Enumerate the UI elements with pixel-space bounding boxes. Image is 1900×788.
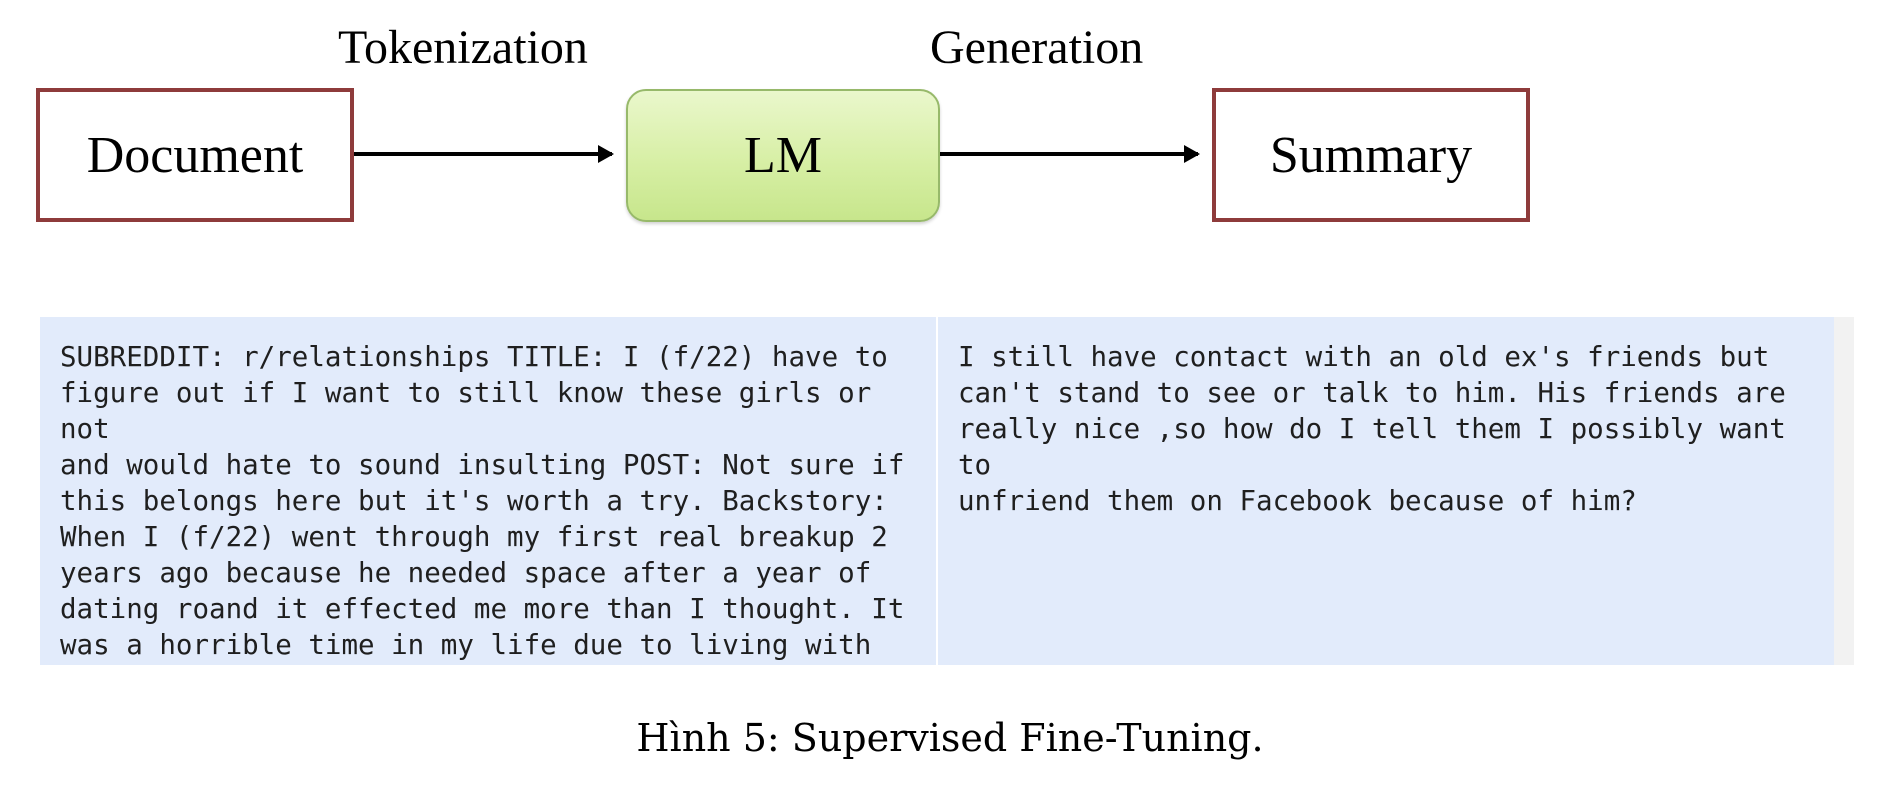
tokenization-label: Tokenization xyxy=(338,21,588,74)
document-example-text: SUBREDDIT: r/relationships TITLE: I (f/2… xyxy=(60,341,905,661)
summary-node-label: Summary xyxy=(1269,126,1473,184)
document-node: Document xyxy=(36,88,354,222)
lm-node-label: LM xyxy=(744,127,822,184)
figure-caption: Hình 5: Supervised Fine-Tuning. xyxy=(636,716,1264,760)
summary-example-text: I still have contact with an old ex's fr… xyxy=(958,341,1786,517)
summary-example-cell: I still have contact with an old ex's fr… xyxy=(938,317,1834,665)
tokenization-arrow xyxy=(354,145,614,163)
example-panel: SUBREDDIT: r/relationships TITLE: I (f/2… xyxy=(40,317,1854,665)
generation-arrow xyxy=(940,145,1200,163)
lm-node: LM xyxy=(626,89,940,222)
document-node-label: Document xyxy=(86,126,304,184)
summary-node: Summary xyxy=(1212,88,1530,222)
document-example-cell: SUBREDDIT: r/relationships TITLE: I (f/2… xyxy=(40,317,936,665)
panel-scroll-edge xyxy=(1834,317,1854,665)
generation-label: Generation xyxy=(930,21,1144,74)
